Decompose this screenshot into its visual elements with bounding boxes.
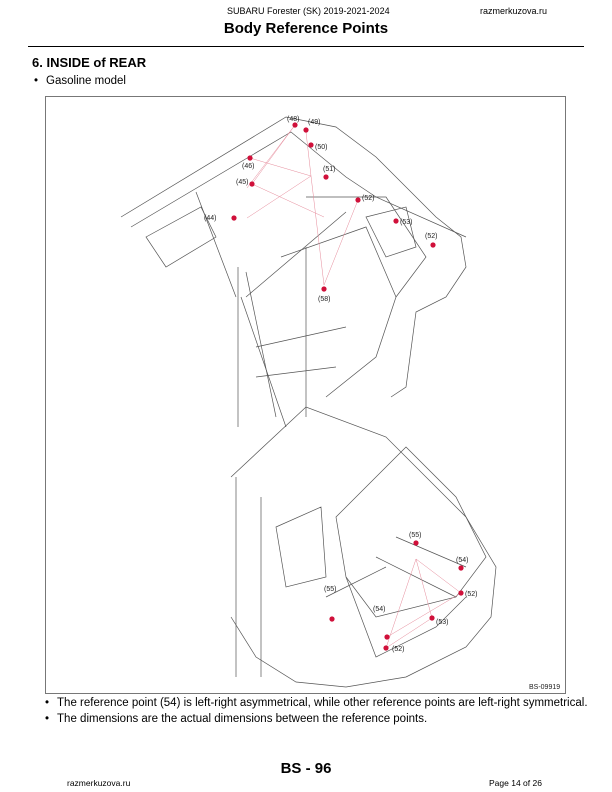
reference-point-label: (48) (287, 116, 299, 123)
top-car-outline (120, 116, 467, 428)
page-code: BS - 96 (280, 760, 332, 777)
reference-points-figure: (48) (49) (50) (46) (51) (45) (44) (52) (53) (52)… (45, 96, 566, 694)
reference-point-marker (323, 174, 329, 180)
footer-site: razmerkuzova.ru (67, 778, 131, 788)
reference-point-label: (53) (400, 219, 412, 226)
car-body-line-drawing: (48) (49) (50) (46) (51) (45) (44) (52) (53) (52)… (120, 116, 560, 691)
reference-point-label: (54) (373, 606, 385, 613)
bottom-car-outline (230, 406, 497, 688)
note-2: The dimensions are the actual dimensions… (45, 713, 427, 725)
reference-point-label: (45) (236, 179, 248, 186)
header-divider (28, 46, 584, 47)
model-bullet: Gasoline model (34, 75, 126, 87)
reference-point-label: (46) (242, 163, 254, 170)
reference-point-marker (303, 127, 309, 133)
reference-point-label: (44) (204, 215, 216, 222)
doc-title: SUBARU Forester (SK) 2019-2021-2024 (227, 6, 390, 16)
reference-point-label: (52) (425, 233, 437, 240)
reference-point-marker (458, 590, 464, 596)
reference-point-marker (413, 540, 419, 546)
reference-point-marker (430, 242, 436, 248)
reference-point-label: (50) (315, 144, 327, 151)
reference-point-marker (383, 645, 389, 651)
reference-point-label: (51) (323, 166, 335, 173)
reference-point-label: (53) (436, 619, 448, 626)
reference-point-marker (292, 122, 298, 128)
reference-point-marker (429, 615, 435, 621)
reference-points: (48) (49) (50) (46) (51) (45) (44) (52) (53) (52)… (204, 116, 477, 653)
reference-point-label: (52) (392, 646, 404, 653)
dimension-lines (246, 124, 462, 649)
reference-point-marker (308, 142, 314, 148)
reference-point-marker (355, 197, 361, 203)
reference-point-label: (52) (465, 591, 477, 598)
figure-code: BS-09919 (529, 684, 560, 691)
page-of: Page 14 of 26 (489, 778, 542, 788)
note-1: The reference point (54) is left-right a… (45, 697, 587, 709)
reference-point-label: (54) (456, 557, 468, 564)
section-heading: 6. INSIDE of REAR (32, 55, 147, 70)
reference-point-marker (329, 616, 335, 622)
reference-point-marker (393, 218, 399, 224)
reference-point-label: (49) (308, 119, 320, 126)
page-title: Body Reference Points (223, 20, 389, 37)
reference-point-marker (231, 215, 237, 221)
reference-point-marker (458, 565, 464, 571)
reference-point-label: (58) (318, 296, 330, 303)
header-site: razmerkuzova.ru (480, 6, 548, 16)
reference-point-marker (247, 155, 253, 161)
reference-point-label: (52) (362, 195, 374, 202)
reference-point-marker (321, 286, 327, 292)
reference-point-label: (55) (409, 532, 421, 539)
reference-point-marker (249, 181, 255, 187)
reference-point-label: (55) (324, 586, 336, 593)
reference-point-marker (384, 634, 390, 640)
